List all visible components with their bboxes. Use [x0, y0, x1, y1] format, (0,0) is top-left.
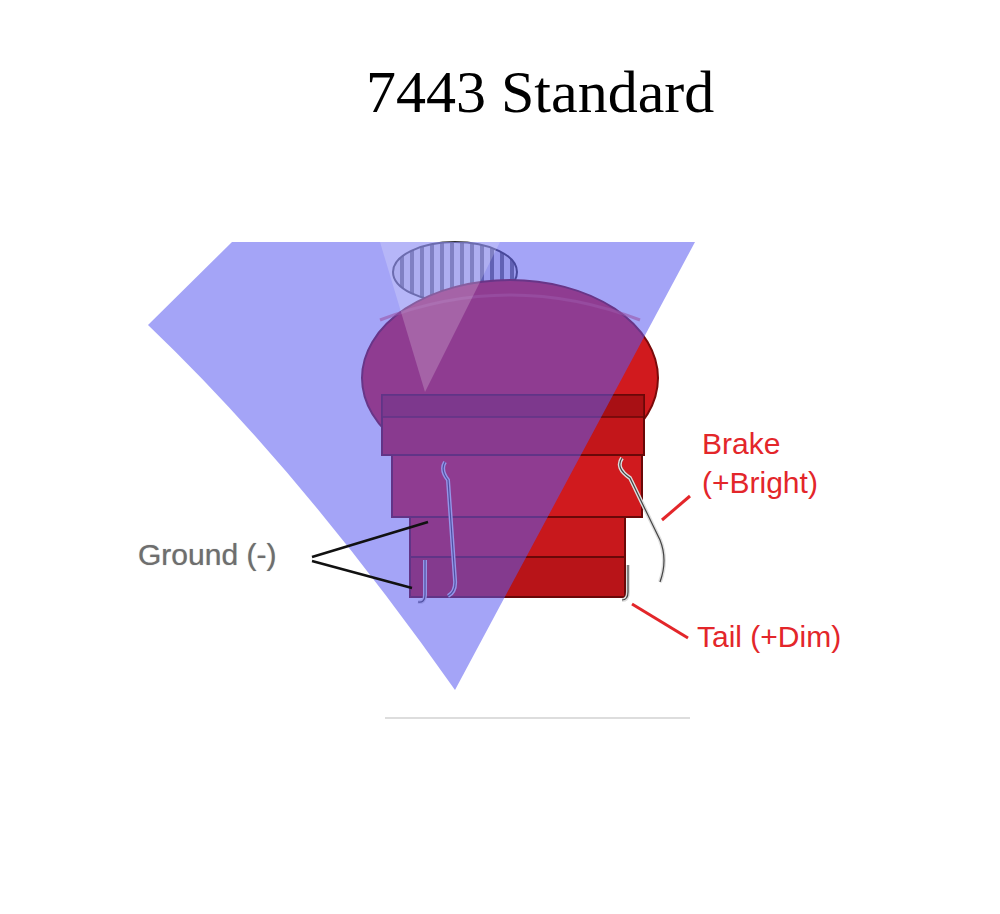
baseline-rule: [385, 717, 690, 719]
brake-label: Brake (+Bright): [702, 424, 852, 502]
tail-label: Tail (+Dim): [697, 617, 847, 656]
leader-line: [312, 561, 412, 588]
diagram-title: 7443 Standard: [366, 58, 714, 127]
leader-line: [312, 522, 428, 557]
brake-wire: [620, 458, 664, 582]
beam-notch: [380, 242, 500, 392]
brake-wire-edge: [620, 458, 664, 582]
leader-line: [632, 604, 688, 638]
ground-label: Ground (-): [138, 538, 276, 572]
tail-wire: [622, 565, 628, 600]
leader-line: [662, 496, 690, 520]
tail-wire-edge: [622, 565, 628, 600]
light-beam-overlay: [148, 242, 695, 690]
